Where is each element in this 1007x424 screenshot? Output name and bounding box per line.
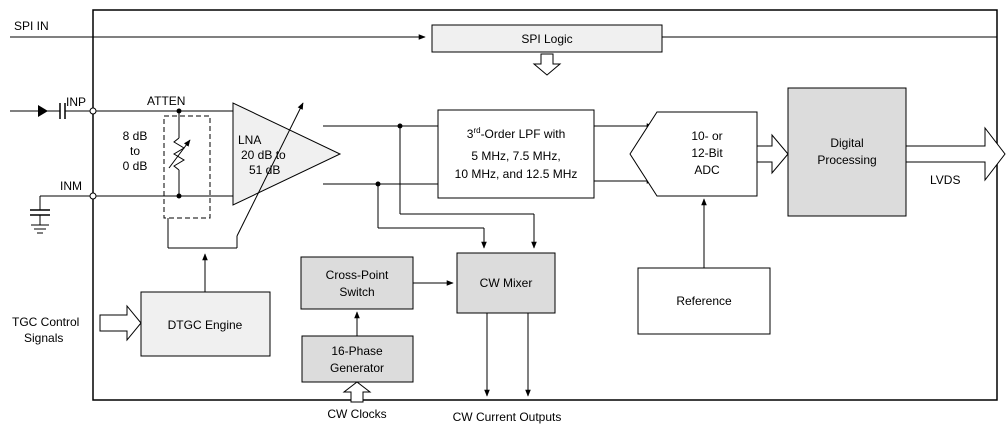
lpf-label-3: 10 MHz, and 12.5 MHz [455,167,578,181]
lna-gain-control-arrow [236,102,304,237]
dtgc-label: DTGC Engine [168,318,243,332]
crosspoint-label-1: Cross-Point [326,268,389,282]
tgc-control-arrow [99,304,142,342]
lna-label: LNA [238,133,261,147]
tgc-label-1: TGC Control [12,315,79,329]
adc-label-1: 10- or [691,129,722,143]
lpf-label-2: 5 MHz, 7.5 MHz, [471,149,560,163]
chip-boundary [92,9,998,401]
lna-gain-2: 51 dB [249,163,280,177]
phase-generator-label-1: 16-Phase [331,344,383,358]
spi-bus-arrow [532,53,562,76]
atten-label: ATTEN [147,94,185,108]
lna-amplifier [232,102,342,206]
crosspoint-label-2: Switch [339,285,374,299]
digital-label-1: Digital [830,136,863,150]
cw-outputs-label: CW Current Outputs [453,410,562,424]
dtgc-engine-block [140,291,271,357]
adc-label-3: ADC [694,163,720,177]
cw-clocks-arrow [342,381,372,403]
lvds-label: LVDS [930,173,960,187]
spi-logic-label: SPI Logic [521,32,572,46]
lna-gain-1: 20 dB to [241,148,286,162]
lvds-output-arrow [905,126,1006,182]
reference-block [637,267,771,335]
atten-range-1: 8 dB [123,129,148,143]
spi-in-label: SPI IN [14,19,49,33]
inp-input-arrow [38,105,48,117]
inp-label: INP [66,95,86,109]
adc-bus-arrow [756,133,789,175]
crosspoint-switch-block [300,256,414,310]
atten-range-2: to [130,144,140,158]
cw-clocks-label: CW Clocks [327,407,386,421]
tgc-label-2: Signals [24,331,63,345]
adc-label-2: 12-Bit [691,146,723,160]
spi-logic-block [431,24,663,53]
lpf-block [437,109,595,199]
lpf-label-1: 3rd-Order LPF with [467,126,566,141]
atten-range-3: 0 dB [123,159,148,173]
cw-mixer-label: CW Mixer [480,276,533,290]
inm-pin [89,192,97,200]
reference-label: Reference [676,294,732,308]
phase-generator-label-2: Generator [330,361,384,375]
inm-label: INM [60,179,82,193]
atten-box [163,115,211,219]
digital-processing-block [787,87,907,217]
inp-pin [89,107,97,115]
digital-label-2: Processing [817,153,876,167]
cw-mixer-block [456,252,556,314]
variable-resistor [173,137,185,171]
phase-generator-block [301,335,414,383]
